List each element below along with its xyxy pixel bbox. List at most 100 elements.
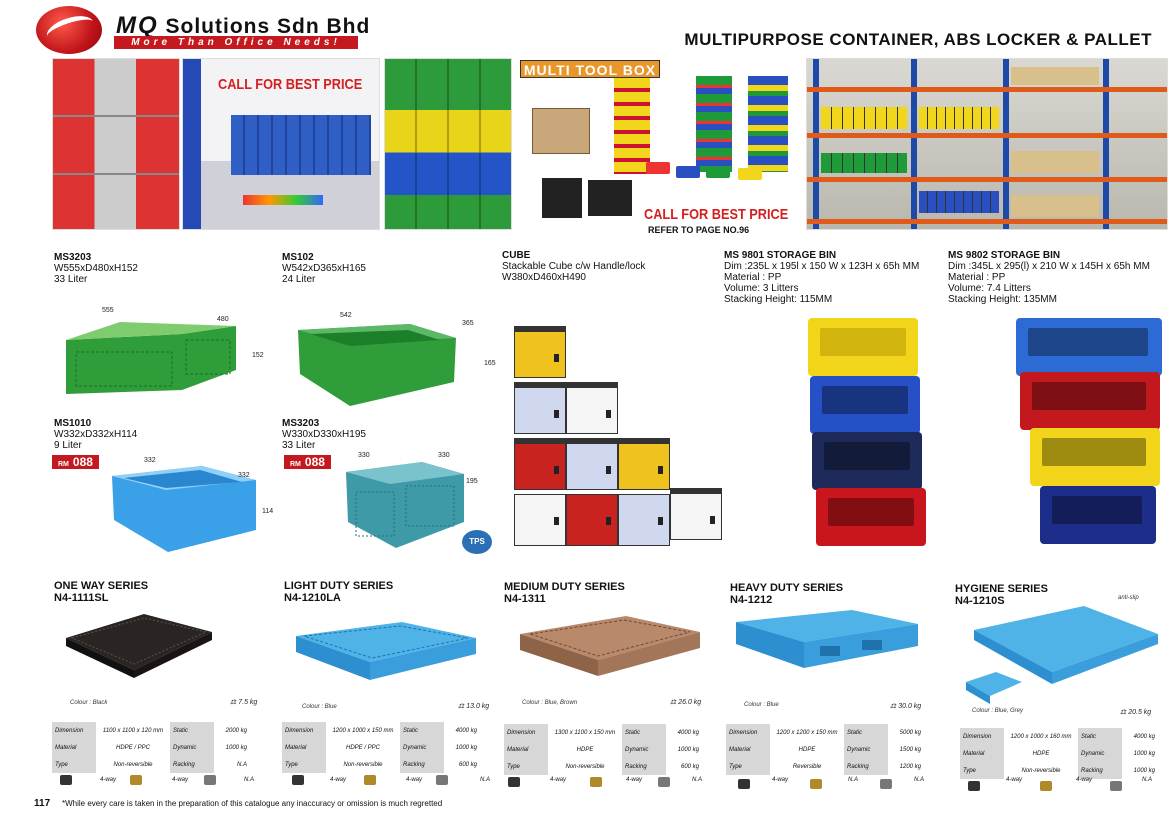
spec-key: Static bbox=[400, 722, 444, 739]
racking-icon bbox=[658, 777, 670, 787]
spec-value: 4000 kg bbox=[455, 727, 477, 734]
product-dim-line: Dim :345L x 295(l) x 210 W x 145H x 65h … bbox=[948, 261, 1150, 272]
racking-icon bbox=[880, 779, 892, 789]
locker-room-photo bbox=[182, 58, 380, 230]
spec-value: 5000 kg bbox=[899, 729, 921, 736]
spec-value: Non-reversible bbox=[113, 761, 153, 768]
call-best-price-banner-2: CALL FOR BEST PRICE bbox=[644, 206, 789, 223]
locker-photo-red bbox=[52, 58, 180, 230]
spec-key: Static bbox=[1078, 728, 1122, 745]
pallet-jack-icon bbox=[590, 777, 602, 787]
product-volume: 9 Liter bbox=[54, 440, 82, 451]
product-code: MS3203 bbox=[282, 418, 320, 429]
spec-key: Dimension bbox=[52, 722, 96, 739]
series-name: ONE WAY SERIES bbox=[54, 580, 149, 592]
forklift-icon bbox=[508, 777, 520, 787]
dimension-label: 480 bbox=[217, 316, 229, 323]
tagline: More Than Office Needs! bbox=[114, 36, 358, 49]
dimension-label: 195 bbox=[466, 478, 478, 485]
spec-value: 2000 kg bbox=[225, 727, 247, 734]
spec-value: Reversible bbox=[792, 763, 822, 770]
product-stacking: Stacking Height: 135MM bbox=[948, 294, 1057, 305]
pallet-hygiene-image bbox=[966, 606, 1158, 704]
spec-key: Dynamic bbox=[170, 739, 214, 756]
pallet-jack-way: 4-way bbox=[406, 777, 423, 783]
racking-icon bbox=[204, 775, 216, 785]
spec-key: Dimension bbox=[726, 724, 770, 741]
brand-rest: Solutions Sdn Bhd bbox=[165, 15, 371, 38]
pallet-jack-icon bbox=[364, 775, 376, 785]
pallet-weight: ⚖ 7.5 kg bbox=[230, 699, 258, 706]
spec-key: Static bbox=[844, 724, 888, 741]
dimension-label: 330 bbox=[438, 452, 450, 459]
pallet-colour: Colour : Blue bbox=[302, 704, 337, 710]
call-best-price-banner: CALL FOR BEST PRICE bbox=[218, 76, 363, 93]
spec-key: Racking bbox=[622, 758, 666, 775]
pallet-weight: ⚖ 20.5 kg bbox=[1120, 709, 1152, 716]
spec-key: Material bbox=[282, 739, 326, 756]
spec-value: Non-reversible bbox=[1021, 767, 1061, 774]
spec-key: Material bbox=[960, 745, 1004, 762]
series-name: HEAVY DUTY SERIES bbox=[730, 582, 844, 594]
weight-value: 13.0 kg bbox=[466, 703, 490, 710]
company-logo bbox=[36, 6, 102, 54]
racking-way: N.A bbox=[480, 777, 491, 783]
spec-key: Dimension bbox=[960, 728, 1004, 745]
product-dimensions: W330xD330xH195 bbox=[282, 429, 366, 440]
spec-value: HDPE bbox=[576, 746, 594, 753]
series-name: HYGIENE SERIES bbox=[955, 583, 1048, 595]
pallet-jack-icon bbox=[1040, 781, 1052, 791]
spec-value: Non-reversible bbox=[343, 761, 383, 768]
forklift-way: 4-way bbox=[772, 777, 789, 783]
pallet-light-blue-image bbox=[296, 622, 476, 680]
product-code: MS 9801 STORAGE BIN bbox=[724, 250, 837, 261]
multi-tool-box-banner: MULTI TOOL BOX bbox=[520, 60, 660, 78]
series-model: N4-1212 bbox=[730, 594, 773, 606]
weight-value: 7.5 kg bbox=[238, 699, 258, 706]
pallet-colour: Colour : Blue, Brown bbox=[522, 700, 578, 706]
product-description: Stackable Cube c/w Handle/lock bbox=[502, 261, 646, 272]
product-dimensions: W542xD365xH165 bbox=[282, 263, 366, 274]
refer-page-note: REFER TO PAGE NO.96 bbox=[648, 225, 750, 235]
disclaimer: *While every care is taken in the prepar… bbox=[62, 799, 443, 808]
product-stacking: Stacking Height: 115MM bbox=[724, 294, 833, 305]
dimension-label: 330 bbox=[358, 452, 370, 459]
tool-box-photo bbox=[518, 58, 800, 230]
racking-icon bbox=[436, 775, 448, 785]
spec-value: Non-reversible bbox=[565, 763, 605, 770]
spec-row: Type Non-reversible Racking 600 kg bbox=[504, 758, 702, 775]
spec-key: Racking bbox=[1078, 762, 1122, 779]
spec-value: N.A bbox=[236, 761, 247, 768]
brand-name: MQ Solutions Sdn Bhd bbox=[116, 12, 370, 40]
product-ms102-info: MS102 W542xD365xH165 24 Liter bbox=[282, 252, 366, 285]
spec-value: 1200 x 1000 x 150 mm bbox=[332, 727, 394, 734]
pallet-jack-icon bbox=[130, 775, 142, 785]
pallet-jack-way: 4-way bbox=[1076, 777, 1093, 783]
green-crate-image bbox=[66, 322, 236, 394]
dimension-label: 152 bbox=[252, 352, 264, 359]
currency-label: RM bbox=[58, 461, 69, 468]
product-code: MS 9802 STORAGE BIN bbox=[948, 250, 1061, 261]
spec-key: Type bbox=[504, 758, 548, 775]
spec-value: 4000 kg bbox=[1133, 733, 1155, 740]
green-tub-image bbox=[298, 324, 456, 406]
product-code: MS3203 bbox=[54, 252, 92, 263]
series-title-one-way: ONE WAY SERIES N4-1111SL bbox=[54, 580, 148, 604]
spec-value: 600 kg bbox=[458, 761, 477, 768]
series-model: N4-1210S bbox=[955, 595, 1005, 607]
spec-value: 1000 kg bbox=[1133, 767, 1155, 774]
anti-slip-note: anti-slip bbox=[1118, 595, 1139, 601]
racking-way: N.A bbox=[1142, 777, 1153, 783]
spec-value: 600 kg bbox=[680, 763, 699, 770]
forklift-way: 4-way bbox=[100, 777, 117, 783]
product-dimensions: W555xD480xH152 bbox=[54, 263, 138, 274]
